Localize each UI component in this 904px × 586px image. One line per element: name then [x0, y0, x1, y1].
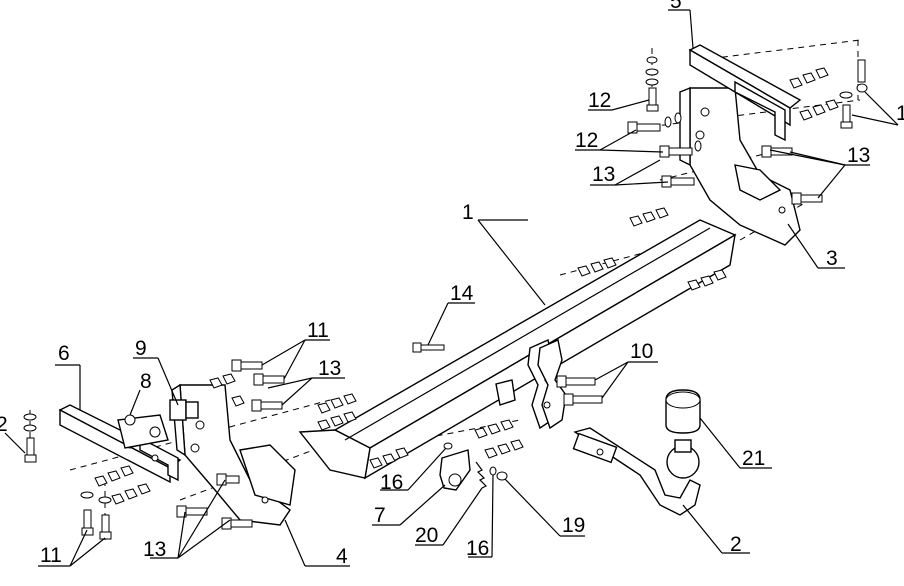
hitch-mounting-bracket	[527, 339, 567, 430]
bolt-horizontal	[627, 112, 682, 134]
nut-row	[369, 442, 453, 469]
callout-13-top-right: 13	[847, 144, 870, 167]
callout-6: 6	[58, 342, 70, 365]
callout-11-top: 11	[307, 319, 329, 342]
callout-13-left-top: 13	[318, 357, 341, 380]
right-side-bracket	[679, 86, 801, 246]
tow-ball-neck	[572, 427, 701, 516]
callout-16-bottom: 16	[466, 537, 489, 560]
callout-13-mid: 13	[592, 163, 615, 186]
callout-21: 21	[742, 447, 765, 470]
tow-ball-cap	[665, 389, 701, 434]
nut-row	[789, 67, 839, 121]
callout-12-middle: 12	[575, 129, 598, 152]
nut-row	[474, 419, 524, 459]
bolt-horizontal	[253, 373, 285, 386]
callout-9: 9	[135, 337, 147, 360]
main-crossbar-beam	[298, 219, 737, 480]
bolt-horizontal	[659, 140, 702, 158]
nut-row	[577, 207, 727, 291]
callout-16-top: 16	[380, 471, 403, 494]
spacer-block	[169, 399, 199, 421]
callout-5: 5	[670, 0, 682, 13]
callout-4: 4	[336, 545, 348, 568]
bolt-horizontal	[761, 145, 793, 158]
bolt-vertical	[645, 56, 659, 112]
bolt-vertical	[839, 59, 868, 129]
spring	[475, 461, 488, 489]
bolt-horizontal	[216, 473, 240, 486]
callout-12-top: 12	[588, 89, 611, 112]
clamp-plate	[117, 414, 169, 449]
callout-8: 8	[140, 370, 152, 393]
callout-2: 2	[730, 533, 742, 556]
callout-14: 14	[450, 282, 474, 305]
callout-19: 19	[562, 514, 585, 537]
left-mounting-plate	[58, 404, 182, 484]
bolt-vertical	[23, 413, 37, 463]
callout-12-left-partial: 2	[0, 413, 8, 436]
callout-10: 10	[630, 340, 653, 363]
callout-12-right-partial: 1	[896, 102, 904, 125]
bolt-vertical	[80, 491, 112, 540]
nut-row	[94, 373, 357, 505]
socket-plate	[439, 449, 471, 491]
callout-13-left-bottom: 13	[143, 538, 166, 561]
callout-7: 7	[374, 504, 386, 527]
bolt-14	[412, 342, 445, 353]
washer	[489, 466, 508, 481]
leader-lines	[4, 9, 899, 567]
callout-1: 1	[462, 201, 474, 224]
bolt-horizontal	[176, 505, 208, 518]
bolt-10	[563, 393, 603, 406]
top-right-mounting-plate	[688, 44, 802, 142]
callout-20: 20	[415, 524, 438, 547]
bolt-horizontal	[231, 359, 263, 372]
bolt-10	[556, 375, 596, 388]
side-plate	[495, 379, 516, 406]
bolt-horizontal	[221, 517, 253, 530]
bolt-horizontal	[791, 192, 823, 205]
bolt-horizontal	[251, 399, 283, 412]
callout-3: 3	[826, 247, 838, 270]
callout-labels: 1 2 3 4 5 6 7 8 9 10 11 11 12 12 2 1 13 …	[0, 0, 904, 568]
fastener-set	[23, 56, 868, 540]
callout-11-bottom: 11	[40, 544, 62, 567]
